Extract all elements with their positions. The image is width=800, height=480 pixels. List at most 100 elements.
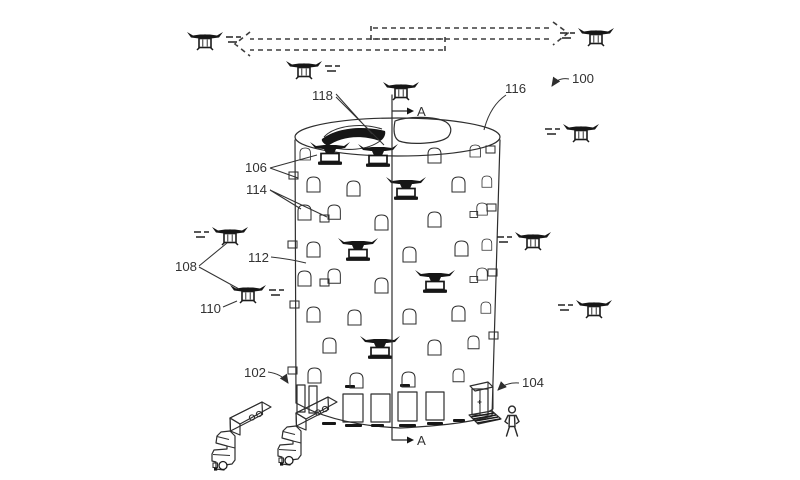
window-pad-icon (469, 202, 488, 218)
truck-icon (211, 401, 272, 472)
drone-icon (193, 226, 249, 246)
person-icon (504, 405, 520, 437)
label-112: 112 (248, 250, 269, 265)
tower-roof-rim (294, 117, 501, 157)
drone-body (577, 27, 615, 47)
leader-114 (269, 189, 328, 218)
door-lintel (469, 381, 494, 392)
window-icon (402, 308, 417, 325)
window-icon (402, 246, 417, 263)
edge-pad-icon (488, 331, 499, 340)
section-marker-top: A (417, 104, 426, 119)
leader-108 (198, 242, 240, 290)
label-104: 104 (522, 375, 544, 390)
window-icon (306, 241, 321, 258)
drone-body (211, 226, 249, 246)
drone-icon (544, 123, 600, 143)
edge-pad-icon (486, 203, 497, 212)
flight-arrow-left (233, 31, 446, 57)
section-arrow-top-icon (407, 107, 414, 115)
window-icon (297, 270, 312, 287)
leader-102 (267, 371, 289, 384)
drone-body (382, 81, 420, 101)
section-arrow-bottom-icon (407, 436, 414, 444)
label-102: 102 (244, 365, 266, 380)
leader-118 (335, 93, 385, 146)
label-100: 100 (572, 71, 594, 86)
drone-icon (559, 27, 615, 47)
section-line: A A (391, 94, 426, 448)
drone-body (562, 123, 600, 143)
leader-104 (497, 381, 520, 391)
delivery-trucks (211, 396, 338, 472)
truck-icon (277, 396, 338, 467)
drone-icon (496, 231, 552, 251)
window-icon (306, 306, 321, 323)
motion-dashes-icon (544, 128, 561, 135)
label-114: 114 (246, 182, 267, 197)
flight-arrow-right (370, 21, 570, 46)
window-icon (467, 335, 480, 350)
window-icon (306, 176, 321, 193)
perched-drones (309, 141, 456, 360)
window-icon (451, 305, 466, 322)
drone-icon (414, 269, 456, 294)
window-pad-icon (319, 204, 341, 223)
drone-icon (337, 237, 379, 262)
label-106: 106 (245, 160, 267, 175)
drone-icon (382, 81, 420, 101)
window-icon (427, 211, 442, 228)
window-icon (452, 368, 465, 383)
fulfillment-tower (287, 116, 501, 429)
drone-icon (229, 284, 285, 304)
window-icon (451, 176, 466, 193)
drone-icon (359, 335, 401, 360)
drone-body (186, 31, 224, 51)
window-icon (481, 238, 493, 251)
label-110: 110 (200, 301, 221, 316)
personnel-door (468, 381, 502, 425)
window-icon (469, 144, 481, 158)
label-108: 108 (175, 259, 197, 274)
window-icon (480, 301, 492, 314)
section-cut-line (391, 94, 408, 441)
drone-body (575, 299, 613, 319)
edge-pad-icon (485, 145, 496, 154)
window-icon (297, 204, 312, 221)
window-icon (322, 337, 337, 354)
drone-body (229, 284, 267, 304)
leader-116 (483, 94, 507, 131)
motion-dashes-icon (225, 36, 242, 43)
window-icon (374, 277, 389, 294)
drone-icon (557, 299, 613, 319)
window-icon (427, 339, 442, 356)
door-steps (468, 410, 502, 425)
window-icon (346, 180, 361, 197)
drone-icon (186, 31, 242, 51)
leader-110 (222, 300, 238, 308)
window-icon (347, 309, 362, 326)
drone-body (285, 60, 323, 80)
edge-pad-icon (289, 300, 300, 309)
motion-dashes-icon (557, 304, 574, 311)
window-icon (374, 214, 389, 231)
section-marker-bottom: A (417, 433, 426, 448)
flight-path-arrows (233, 21, 570, 57)
loading-bays (296, 384, 465, 427)
label-118: 118 (312, 88, 333, 103)
drone-body (514, 231, 552, 251)
window-icon (481, 175, 493, 188)
motion-dashes-icon (496, 236, 513, 243)
drone-icon (285, 60, 341, 80)
leader-112 (270, 256, 307, 264)
leader-106 (269, 154, 318, 179)
tower-left-edge (294, 139, 297, 404)
window-pad-icon (319, 268, 341, 287)
motion-dashes-icon (193, 231, 210, 238)
reference-labels: 100 116 118 106 114 112 108 110 102 104 (175, 71, 594, 391)
motion-dashes-icon (324, 65, 341, 72)
tower-right-edge (491, 139, 501, 417)
leader-100 (551, 76, 570, 87)
